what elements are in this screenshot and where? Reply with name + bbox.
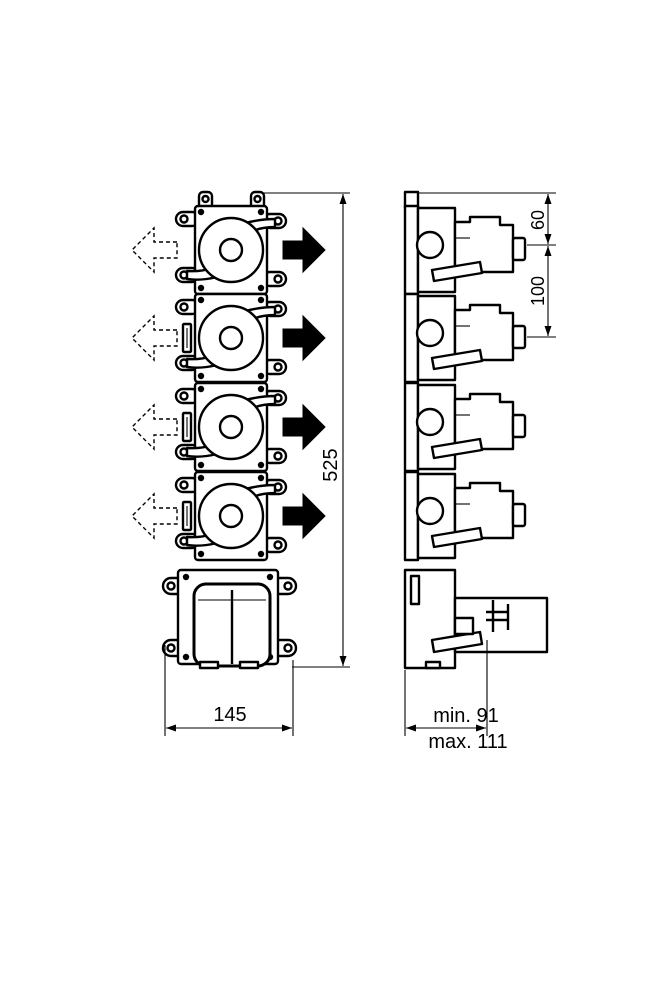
outlet-arrow-1 (282, 227, 326, 273)
side-thermostat-box (403, 568, 549, 670)
depth-min-label: min. 91 (433, 705, 499, 727)
front-valve-module-3 (174, 381, 288, 473)
side-valve-module-1 (403, 204, 527, 296)
optional-outlet-arrow-1 (131, 227, 178, 273)
outlet-arrow-3 (282, 404, 326, 450)
side-grip-2 (181, 322, 193, 354)
side-grip-4 (181, 500, 193, 532)
dimension-total-width: 145 (164, 645, 294, 736)
front-view (131, 190, 326, 670)
optional-outlet-arrow-3 (131, 404, 178, 450)
depth-max-label: max. 111 (428, 731, 507, 753)
front-valve-module-4 (174, 470, 288, 562)
side-grip-3 (181, 411, 193, 443)
total-height-label: 525 (320, 448, 342, 481)
module-pitch-label: 100 (528, 276, 548, 306)
dimension-module-spacing: 60 100 (418, 192, 556, 338)
total-width-label: 145 (213, 704, 246, 726)
front-thermostat-box (161, 568, 298, 670)
side-view (403, 190, 549, 670)
side-valve-module-2 (403, 292, 527, 384)
top-offset-label: 60 (528, 210, 548, 230)
optional-outlet-arrow-4 (131, 493, 178, 539)
dimension-installation-depth: min. 91 max. 111 (404, 640, 508, 753)
front-valve-module-2 (174, 292, 288, 384)
side-valve-module-4 (403, 470, 527, 562)
side-valve-module-3 (403, 381, 527, 473)
outlet-arrow-4 (282, 493, 326, 539)
outlet-arrow-2 (282, 315, 326, 361)
front-valve-module-1 (174, 204, 288, 296)
dimension-total-height: 525 (262, 192, 350, 668)
optional-outlet-arrow-2 (131, 315, 178, 361)
